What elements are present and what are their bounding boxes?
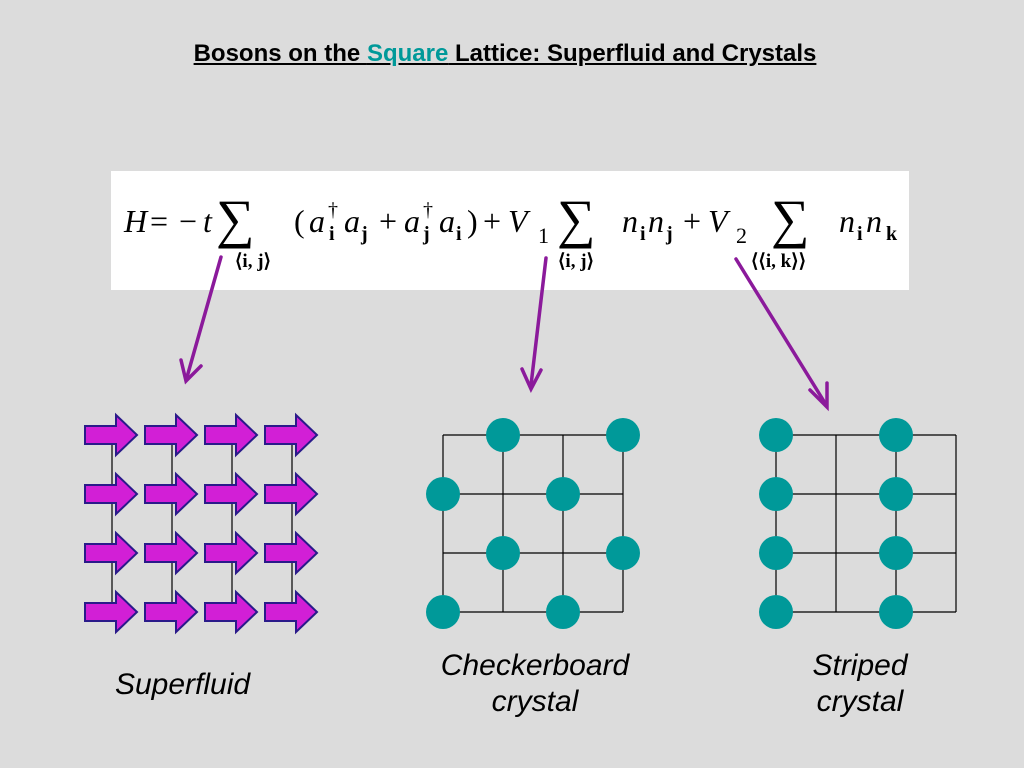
eq-a-3: a <box>404 203 420 239</box>
eq-V1-sub: 1 <box>538 223 549 248</box>
eq-plus-2: + <box>483 203 501 239</box>
superfluid-arrow-r2-c3 <box>204 471 259 517</box>
checkerboard-lattice <box>426 418 640 629</box>
eq-sub-i-2: i <box>456 223 462 245</box>
striped-label: Striped crystal <box>770 648 950 720</box>
striped-boson-r4-c1 <box>759 595 793 629</box>
title-accent-word: Square <box>366 40 449 67</box>
superfluid-arrow-r4-c3 <box>204 589 259 635</box>
eq-open-paren: ( <box>294 203 305 239</box>
eq-a-2: a <box>344 203 360 239</box>
hamiltonian-equation: H = − t ∑ ⟨i, j⟩ ( a † i a j + a † j a i… <box>123 189 898 272</box>
eq-a-1: a <box>309 203 325 239</box>
striped-boson-r3-c1 <box>759 536 793 570</box>
eq-t: t <box>203 203 213 239</box>
connector-arrows <box>179 255 829 412</box>
checkerboard-label-line1: Checkerboard <box>440 649 630 682</box>
eq-sub-j-1: j <box>360 223 368 245</box>
superfluid-arrow-r1-c3 <box>204 412 259 458</box>
eq-dagger-2: † <box>423 199 433 221</box>
striped-dot-group <box>759 418 913 629</box>
superfluid-label: Superfluid <box>114 668 251 701</box>
superfluid-arrow-r4-c2 <box>144 589 199 635</box>
eq-plus-3: + <box>683 203 701 239</box>
eq-sub-i-4: i <box>857 223 863 245</box>
striped-lattice <box>759 418 957 629</box>
eq-close-paren: ) <box>467 203 478 239</box>
superfluid-arrow-r2-c2 <box>144 471 199 517</box>
striped-boson-r2-c3 <box>879 477 913 511</box>
checkerboard-boson-r2-c3 <box>546 477 580 511</box>
eq-sum-1: ∑ <box>216 189 255 249</box>
superfluid-arrow-r3-c4 <box>264 530 319 576</box>
superfluid-lattice <box>84 412 319 635</box>
eq-sum-3: ∑ <box>771 189 810 249</box>
checkerboard-boson-r1-c2 <box>486 418 520 452</box>
eq-V2-sub: 2 <box>736 223 747 248</box>
striped-label-line1: Striped <box>812 649 908 682</box>
superfluid-arrow-r1-c1 <box>84 412 139 458</box>
eq-sub-i-1: i <box>329 223 335 245</box>
checkerboard-dot-group <box>426 418 640 629</box>
checkerboard-label: Checkerboard crystal <box>400 648 670 720</box>
eq-n-4: n <box>866 203 882 239</box>
superfluid-arrow-group <box>84 412 319 635</box>
checkerboard-boson-r1-c4 <box>606 418 640 452</box>
eq-sum-2: ∑ <box>557 189 596 249</box>
superfluid-arrow-r3-c3 <box>204 530 259 576</box>
superfluid-arrow-r3-c1 <box>84 530 139 576</box>
slide-title: Bosons on the Square Lattice: Superfluid… <box>0 40 1010 68</box>
superfluid-arrow-r3-c2 <box>144 530 199 576</box>
eq-n-2: n <box>648 203 664 239</box>
checkerboard-boson-r4-c1 <box>426 595 460 629</box>
eq-sub-j-2: j <box>422 223 430 245</box>
eq-sub-ij-2: ⟨i, j⟩ <box>558 251 594 272</box>
checkerboard-boson-r3-c4 <box>606 536 640 570</box>
eq-minus-1: − <box>179 203 197 239</box>
eq-a-4: a <box>439 203 455 239</box>
striped-boson-r4-c3 <box>879 595 913 629</box>
connector-arrow-v1-to-checkerboard-head <box>520 367 543 393</box>
superfluid-arrow-r1-c2 <box>144 412 199 458</box>
superfluid-arrow-r2-c1 <box>84 471 139 517</box>
striped-grid-lines <box>775 434 957 613</box>
eq-H: H <box>123 203 149 239</box>
hamiltonian-equation-box: H = − t ∑ ⟨i, j⟩ ( a † i a j + a † j a i… <box>111 171 909 290</box>
eq-plus-1: + <box>379 203 397 239</box>
eq-V2: V <box>708 203 731 239</box>
superfluid-grid-lines <box>111 435 293 612</box>
superfluid-arrow-r1-c4 <box>264 412 319 458</box>
striped-label-line2: crystal <box>816 685 904 718</box>
eq-V1: V <box>508 203 531 239</box>
title-suffix: Lattice: Superfluid and Crystals <box>448 40 817 67</box>
connector-arrow-v1-to-checkerboard <box>529 256 548 387</box>
checkerboard-boson-r3-c2 <box>486 536 520 570</box>
eq-sub-ij-1: ⟨i, j⟩ <box>235 251 271 272</box>
striped-boson-r1-c3 <box>879 418 913 452</box>
eq-sub-ik: ⟨⟨i, k⟩⟩ <box>751 251 806 272</box>
connector-arrow-hopping-to-superfluid-head <box>179 358 203 385</box>
striped-boson-r2-c1 <box>759 477 793 511</box>
eq-equals: = <box>150 203 168 239</box>
eq-sub-k: k <box>886 223 898 245</box>
connector-arrow-hopping-to-superfluid <box>185 255 223 379</box>
eq-sub-i-3: i <box>640 223 646 245</box>
superfluid-arrow-r4-c1 <box>84 589 139 635</box>
checkerboard-boson-r4-c3 <box>546 595 580 629</box>
striped-boson-r1-c1 <box>759 418 793 452</box>
checkerboard-grid-lines <box>442 434 624 613</box>
eq-dagger-1: † <box>328 199 338 221</box>
eq-n-3: n <box>839 203 855 239</box>
superfluid-arrow-r4-c4 <box>264 589 319 635</box>
title-prefix: Bosons on the <box>193 40 367 67</box>
checkerboard-label-line2: crystal <box>491 685 579 718</box>
eq-sub-j-3: j <box>665 223 673 245</box>
checkerboard-boson-r2-c1 <box>426 477 460 511</box>
eq-n-1: n <box>622 203 638 239</box>
superfluid-arrow-r2-c4 <box>264 471 319 517</box>
striped-boson-r3-c3 <box>879 536 913 570</box>
connector-arrow-v2-to-striped-head <box>808 381 829 412</box>
connector-arrow-v2-to-striped <box>734 257 827 405</box>
